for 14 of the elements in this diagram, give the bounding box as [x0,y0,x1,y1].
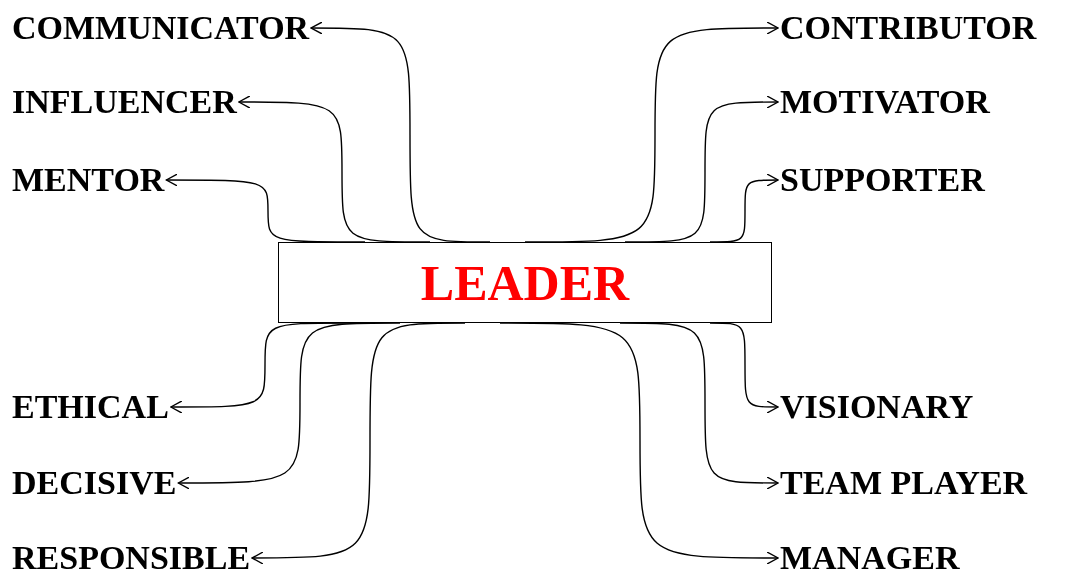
leader-label: LEADER [420,257,630,308]
trait-label: MOTIVATOR [780,85,990,119]
trait-label: TEAM PLAYER [780,466,1028,500]
trait-label: COMMUNICATOR [12,11,310,45]
trait-label: DECISIVE [12,466,177,500]
trait-label: CONTRIBUTOR [780,11,1037,45]
trait-label: VISIONARY [780,390,974,424]
trait-label: MANAGER [780,541,960,575]
trait-label: RESPONSIBLE [12,541,251,575]
trait-label: MENTOR [12,163,165,197]
trait-label: ETHICAL [12,390,169,424]
trait-label: SUPPORTER [780,163,985,197]
trait-label: INFLUENCER [12,85,237,119]
leader-box [278,242,772,323]
